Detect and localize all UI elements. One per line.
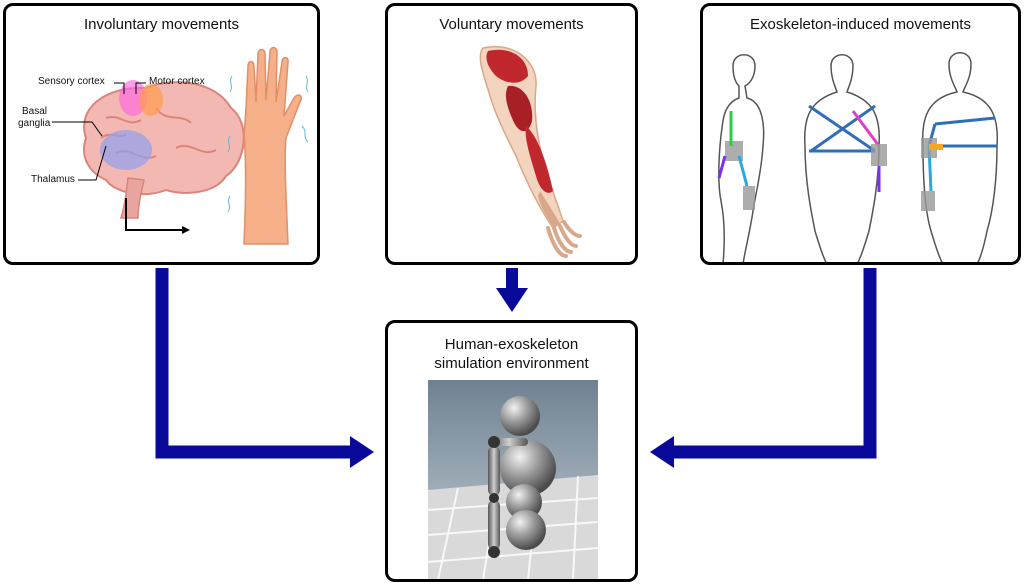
arm-muscle-illustration (479, 45, 582, 258)
panel-exoskeleton-induced-movements: Exoskeleton-induced movements (700, 3, 1021, 265)
panel-title-line1: Human-exoskeleton (444, 336, 579, 353)
panel-voluntary-movements: Voluntary movements (385, 3, 638, 265)
panel-title: Voluntary movements (439, 16, 584, 33)
label-basal-ganglia-line2: ganglia (18, 118, 51, 129)
label-thalamus: Thalamus (31, 174, 75, 185)
brain-illustration (83, 80, 245, 219)
sim-chest-sphere (500, 440, 556, 496)
sim-head-sphere (500, 396, 540, 436)
simulation-render (427, 380, 599, 579)
panel-title-line2: simulation environment (434, 355, 589, 372)
label-sensory-cortex: Sensory cortex (38, 76, 105, 87)
trembling-hand-illustration (227, 46, 309, 245)
signal-arrow (125, 198, 190, 234)
panel-simulation-environment: Human-exoskeleton simulation environment (385, 320, 638, 582)
side-view-figure (717, 54, 765, 262)
arrow-voluntary-to-sim (496, 268, 528, 312)
panel-involuntary-movements: Involuntary movements Sensory cortex Mot… (3, 3, 320, 265)
label-basal-ganglia-line1: Basal (22, 106, 48, 117)
exoskeleton-body-views (717, 52, 999, 262)
sim-abdomen-sphere (506, 484, 542, 520)
label-leader-lines (52, 82, 146, 181)
label-motor-cortex: Motor cortex (149, 76, 205, 87)
panel-title: Exoskeleton-induced movements (750, 16, 971, 33)
front-view-figure (921, 52, 999, 262)
sim-lower-arm (488, 500, 500, 550)
sim-upper-arm (488, 446, 500, 496)
panel-title: Human-exoskeleton simulation environment (388, 335, 635, 373)
back-view-figure (803, 54, 887, 262)
sim-pelvis-sphere (506, 510, 546, 550)
panel-title: Involuntary movements (83, 16, 240, 33)
arrow-involuntary-to-sim (155, 268, 374, 468)
arrow-exoskeleton-to-sim (650, 268, 877, 468)
